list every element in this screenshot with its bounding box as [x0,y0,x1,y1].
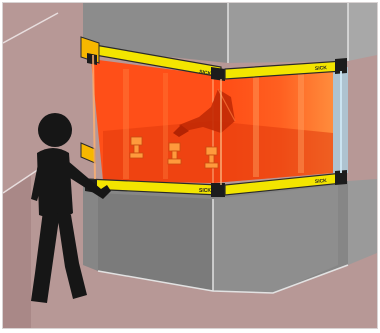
light-curtain-illustration: SICK SICK SICK SICK [3,3,377,328]
sick-logo: SICK [315,65,328,72]
floor-shadow [3,175,31,328]
sick-logo: SICK [315,178,328,185]
illustration-frame: SICK SICK SICK SICK [2,2,378,329]
sick-logo: SICK [199,188,211,194]
